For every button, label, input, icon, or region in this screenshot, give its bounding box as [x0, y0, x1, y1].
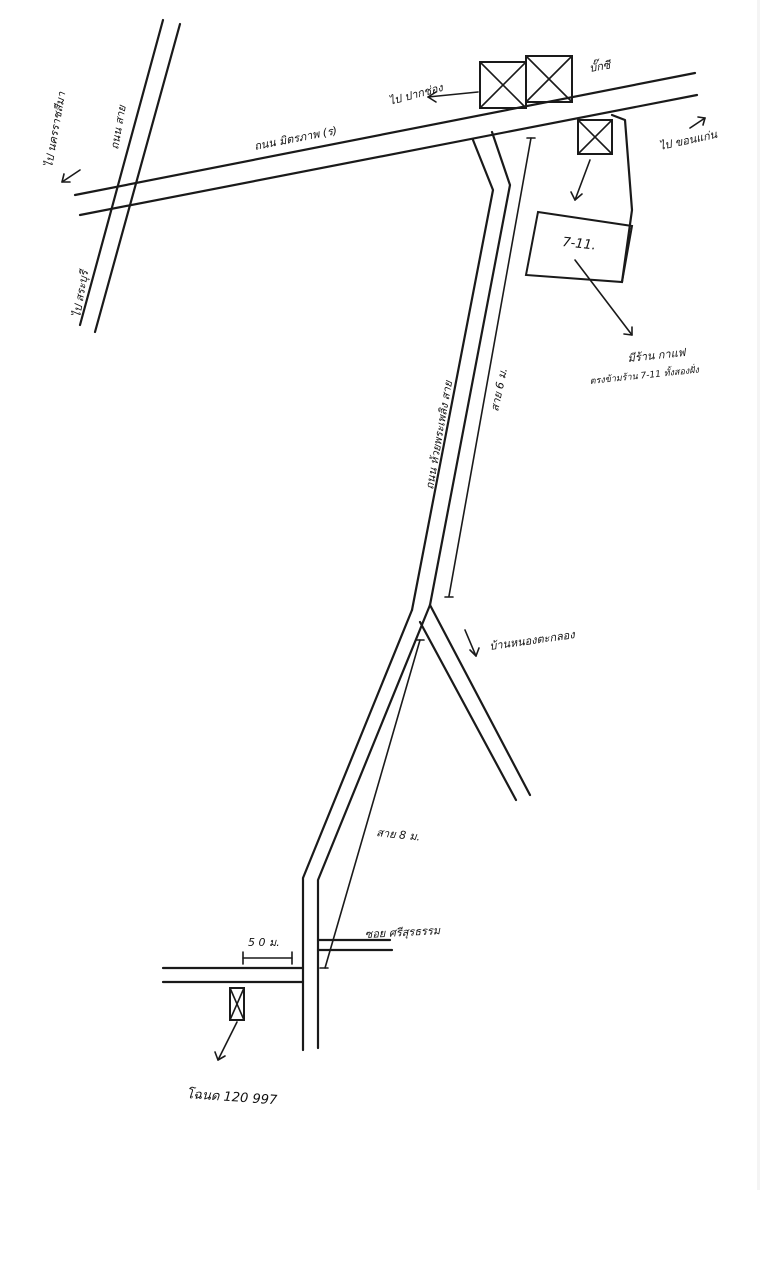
side-stub-label: 5 0 ม. [248, 936, 280, 949]
arrows [61, 91, 706, 1061]
destination-box [229, 987, 245, 1021]
temple-stub-road [316, 938, 394, 952]
shop-711-box [524, 210, 634, 284]
village-road-label: บ้านหนองตะกลอง [489, 628, 577, 653]
bottom-stub-road [161, 951, 305, 984]
market-buildings [479, 55, 573, 109]
lower-road-label: สาย 8 ม. [376, 826, 421, 844]
central-road [410, 130, 512, 612]
main-road-label: ถนน มิตรภาพ (ร) [253, 124, 338, 153]
page-edge-strip [757, 0, 760, 1190]
right-turn-label: สาย 6 ม. [488, 367, 510, 413]
store-note-line1: มีร้าน กาแฟ [627, 346, 687, 365]
main-road [73, 71, 699, 217]
shop-711-label: 7-11. [562, 235, 597, 253]
left-diagonal-road [78, 18, 182, 334]
tick-marks [319, 137, 536, 969]
small-building [577, 119, 613, 155]
right-side-road [448, 113, 634, 597]
market-label: บั๊กซี [588, 56, 613, 75]
direction-right-label: ไป ขอนแก่น [658, 128, 719, 153]
store-note-line2: ตรงข้ามร้าน 7-11 ทั้งสองฝั่ง [589, 363, 700, 387]
temple-road-label: ซอย ศรีสุรธรรม [364, 924, 441, 941]
direction-pakchong-label: ไป ปากช่อง [387, 81, 445, 108]
direction-top-left-label: ไป นครราชสีมา [42, 90, 68, 168]
direction-left-vertical-label: ถนน สาย [108, 103, 129, 151]
destination-code-label: โฉนด 120 997 [186, 1086, 279, 1108]
fork-roads [301, 603, 532, 1052]
